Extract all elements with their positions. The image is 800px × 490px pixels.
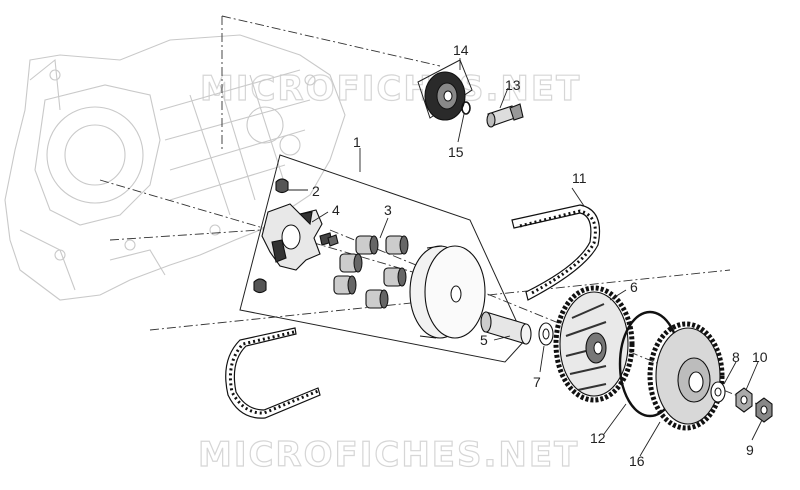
watermark-top: MICROFICHES.NET [200, 69, 581, 109]
callout-7: 7 [533, 374, 541, 390]
callout-12: 12 [590, 430, 606, 446]
hex-nut [755, 397, 773, 423]
callout-14: 14 [453, 42, 469, 58]
callout-8: 8 [732, 349, 740, 365]
idler-bolt [486, 103, 524, 128]
variator-rollers [319, 232, 409, 309]
watermark-bottom: MICROFICHES.NET [198, 435, 579, 475]
flat-washer [710, 381, 726, 403]
clutch-bell [647, 321, 725, 431]
callout-5: 5 [480, 332, 488, 348]
leader-lines [288, 58, 763, 457]
idler-roller [417, 59, 473, 121]
flange-nut [735, 387, 753, 413]
callout-1: 1 [353, 134, 361, 150]
snap-ring [461, 101, 471, 115]
callout-9: 9 [746, 442, 754, 458]
variator-pulley [409, 245, 486, 339]
drive-belt-lower [225, 327, 321, 419]
callout-6: 6 [630, 279, 638, 295]
engine-crankcase-ghost [4, 34, 346, 301]
callout-4: 4 [332, 202, 340, 218]
ramp-plate [261, 203, 323, 271]
callout-11: 11 [572, 170, 587, 186]
washer [538, 322, 554, 346]
clutch-assembly [553, 285, 635, 403]
callout-13: 13 [505, 77, 521, 93]
pulley-bushing [480, 311, 532, 345]
variator-assembly-frame [239, 154, 526, 363]
callout-16: 16 [629, 453, 645, 469]
callout-3: 3 [384, 202, 392, 218]
callout-10: 10 [752, 349, 768, 365]
callout-15: 15 [448, 144, 464, 160]
drive-belt-upper [511, 204, 601, 301]
callout-2: 2 [312, 183, 320, 199]
